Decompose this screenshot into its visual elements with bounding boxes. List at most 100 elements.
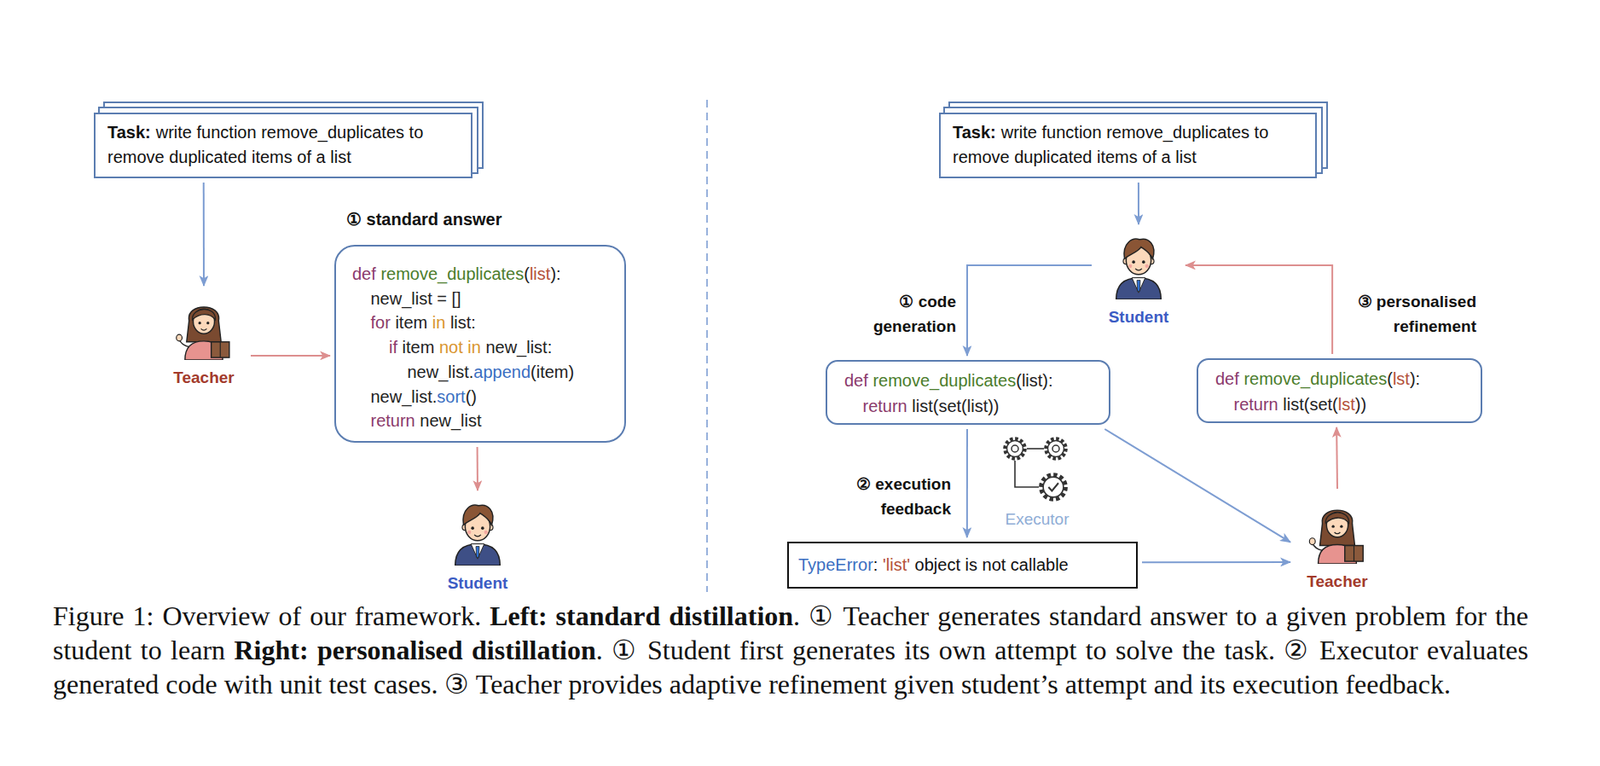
person-illustration [1309,510,1363,564]
text-run: new_list. [371,387,438,406]
text-run: return [863,396,908,416]
person-illustration [1116,238,1162,300]
code-line: if item not in new_list: [352,335,625,360]
code-line: return list(set(list)) [844,393,1109,419]
student-figure: Student [434,494,521,596]
person-illustration [1108,232,1169,300]
flow-arrow [1142,561,1291,563]
code-line: return new_list [352,408,625,434]
text-run: def [1215,369,1240,389]
flow-arrow [476,446,479,491]
text-run: Right: personalised distillation [233,634,596,666]
figure-caption: Figure 1: Overview of our framework. Lef… [52,598,1529,702]
flow-arrow [1335,427,1339,489]
gear-link [1026,447,1044,450]
text-run: for [371,313,391,332]
text-run: in [432,313,447,332]
executor-icon [1005,439,1067,500]
text-run: TypeError [798,555,874,574]
error-box: TypeError: 'list' object is not callable [787,541,1138,589]
role-label: Student [447,573,509,594]
flow-arrow [202,182,205,286]
flow-arrow [966,428,969,538]
text-run: not in [439,337,482,357]
text-run: new_list. [407,362,475,382]
step-label: ③ personalised refinement [1339,289,1477,339]
task-box: Task:write function remove_duplicates to… [93,112,473,179]
text-run [1239,369,1245,389]
step-heading: ① standard answer [346,207,503,232]
code-box: ① standard answerdef remove_duplicates(l… [334,244,627,443]
text-run: def [352,264,377,284]
code-box: def remove_duplicates(lst):return list(s… [1196,358,1483,424]
flow-arrow [967,265,1092,356]
code-line: def remove_duplicates(lst): [1215,365,1481,392]
gear [1005,439,1026,459]
student-figure: Student [1095,228,1182,330]
flow-arrow [1137,182,1140,225]
gear [1046,439,1067,459]
person-illustration [173,294,234,360]
text-run: item [390,313,433,332]
code-line: for item in list: [352,310,625,336]
text-run: ): [550,264,561,284]
text-run: return [1234,394,1279,414]
text-run: ): [1409,369,1421,389]
text-run: object is not callable [910,555,1069,574]
person-illustration [1307,497,1368,564]
role-label: Teacher [173,367,234,389]
step-label: ② execution feedback [840,471,951,522]
text-run: list [529,264,551,284]
text-run: lst [1392,369,1410,389]
text-run: return [371,411,416,430]
text-run: ( [1386,369,1393,389]
code-box: def remove_duplicates(list):return list(… [825,359,1111,425]
text-run: Figure 1: Overview of our framework. [52,600,490,632]
task-box: Task:write function remove_duplicates to… [939,112,1317,179]
flow-arrow [250,354,331,357]
text-run: (list): [1015,371,1053,390]
person-illustration [455,504,501,566]
gear-link [1014,460,1039,487]
text-run: )) [1355,394,1367,414]
text-run: remove_duplicates [380,264,524,284]
text-run: remove_duplicates [872,371,1016,390]
error-message: TypeError: 'list' object is not callable [798,551,1127,579]
text-run: if [388,337,398,357]
text-run: () [465,387,477,406]
text-run: 'list' [882,555,911,574]
text-run: remove_duplicates [1243,369,1387,389]
check-gear [1041,475,1067,500]
text-run: (item) [530,362,574,382]
code-line: def remove_duplicates(list): [352,261,625,287]
text-run: new_list [415,411,482,430]
task-text: write function remove_duplicates to remo… [107,122,424,167]
task-heading: Task: [952,122,997,142]
text-run: list: [445,313,476,332]
flow-arrow [1185,265,1333,354]
teacher-figure: Teacher [161,289,247,389]
text-run: list(set(list)) [907,396,1000,416]
task-text: write function remove_duplicates to remo… [952,122,1269,167]
text-run: Left: standard distillation [489,600,794,632]
text-run: : [873,555,883,574]
teacher-figure: Teacher [1294,492,1380,596]
step-label: ① code generation [845,289,957,339]
code-line: def remove_duplicates(list): [844,367,1109,394]
role-label: Teacher [1306,571,1368,592]
flow-arrow [1104,428,1291,543]
text-run: new_list: [481,337,552,357]
code-line: new_list.sort() [352,384,625,410]
person-illustration [176,307,230,360]
text-run: lst [1338,394,1356,414]
text-run: list(set( [1278,394,1339,414]
text-run: item [397,337,440,357]
role-label: Student [1108,307,1170,328]
text-run: sort [436,387,465,406]
task-heading: Task: [107,122,151,142]
icon-label: Executor [985,509,1089,530]
text-run [376,264,382,284]
code-line: new_list.append(item) [352,359,625,385]
text-run: def [844,371,869,390]
